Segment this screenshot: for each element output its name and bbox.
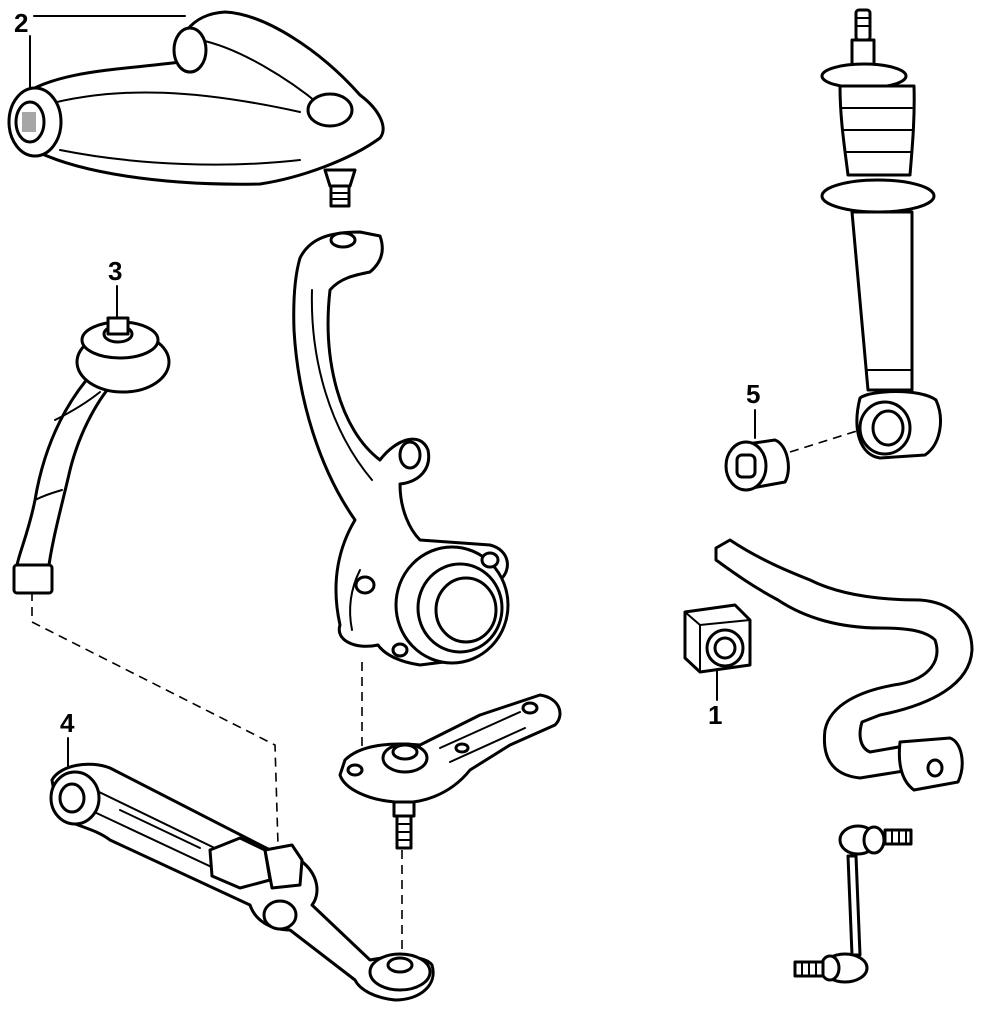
tie-rod-end: [12, 316, 171, 595]
lower-ball-joint: [338, 693, 562, 850]
lower-control-arm: [49, 762, 435, 1002]
callout-3: 3: [108, 256, 122, 323]
shock-bushing: [724, 438, 790, 492]
assembly-guides: [31, 429, 861, 960]
callout-5: 5: [746, 379, 760, 439]
callout-label-2: 2: [14, 8, 28, 38]
stabilizer-link: [793, 824, 913, 984]
upper-control-arm: [7, 10, 385, 208]
callout-1: 1: [708, 667, 722, 730]
callout-label-5: 5: [746, 379, 760, 409]
callout-label-3: 3: [108, 256, 122, 286]
stabilizer-bushing: [683, 603, 752, 674]
callout-2: 2: [14, 8, 186, 96]
callout-label-1: 1: [708, 700, 722, 730]
callout-label-4: 4: [60, 708, 75, 738]
stabilizer-bar: [714, 538, 974, 792]
shock-absorber: [820, 8, 942, 460]
steering-knuckle: [292, 230, 510, 667]
